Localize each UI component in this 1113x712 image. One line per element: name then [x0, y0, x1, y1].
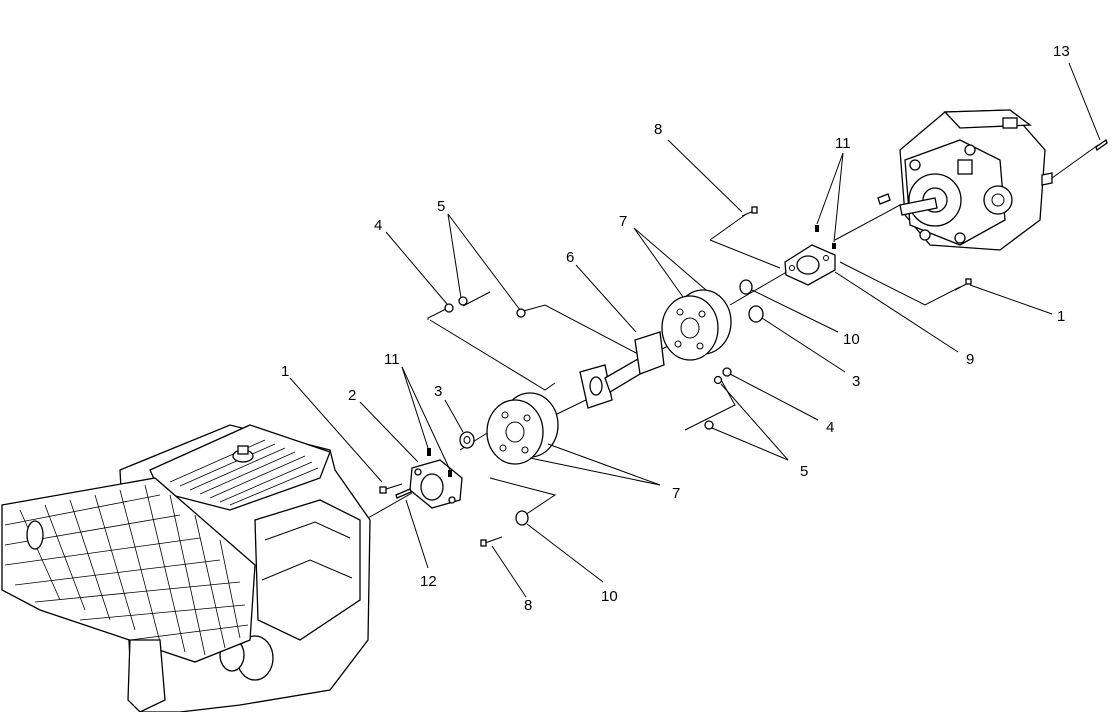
callout-4-right: 4: [826, 419, 834, 436]
callout-labels: 1 2 11 3 4 5 6 7 8 11 13 1 10 9 3 4 5 7 …: [281, 43, 1070, 614]
callout-11-left: 11: [384, 351, 400, 368]
set-screws-left: [427, 448, 452, 477]
coupling-left: [486, 392, 559, 465]
callout-3-right: 3: [852, 373, 860, 390]
drive-shaft-6: [579, 331, 665, 409]
key-12: [395, 488, 412, 499]
leader-lines: [289, 62, 1101, 598]
callout-8-bottom: 8: [524, 597, 532, 614]
callout-7-top: 7: [619, 213, 627, 230]
hydraulic-pump: [877, 109, 1053, 251]
callout-7-bottom: 7: [672, 485, 680, 502]
callout-1-left: 1: [281, 363, 289, 380]
assembly-centerline: [367, 144, 1099, 519]
callout-10-right: 10: [843, 331, 860, 348]
callout-1-right: 1: [1057, 308, 1065, 325]
callout-9: 9: [966, 351, 974, 368]
callout-12: 12: [420, 573, 437, 590]
callout-10-bottom: 10: [601, 588, 618, 605]
callout-3-left: 3: [434, 383, 442, 400]
hardware-pieces: [444, 138, 1108, 547]
callout-5-right: 5: [800, 463, 808, 480]
set-screws-right: [815, 225, 836, 249]
right-flange-part-9: [784, 244, 836, 286]
callout-11-right: 11: [835, 135, 851, 152]
bolt-left: [379, 483, 403, 494]
callout-8-top: 8: [654, 121, 662, 138]
callout-5-top: 5: [437, 198, 445, 215]
left-flange-part-2: [409, 459, 463, 509]
bushing-left: [459, 431, 475, 449]
callout-2: 2: [348, 387, 356, 404]
callout-4-top: 4: [374, 217, 382, 234]
callout-6: 6: [566, 249, 574, 266]
coupling-right: [661, 289, 732, 361]
engine-assembly: [1, 424, 371, 712]
callout-13: 13: [1053, 43, 1070, 60]
